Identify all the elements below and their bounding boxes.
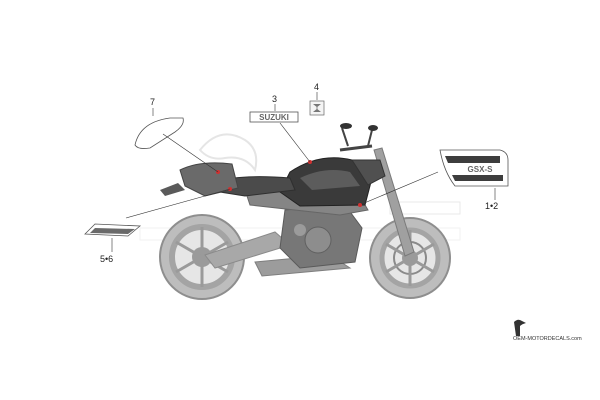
motorcycle [159,123,451,300]
decal-3-text: SUZUKI [259,113,289,122]
callout-7-label: 7 [150,97,155,107]
credit-text: OEM-MOTORDECALS.com [513,336,582,342]
decal-1-subtext: 1000 [491,180,501,185]
decal-4: 4 [309,82,325,116]
callout-3-label: 3 [272,94,277,104]
decal-1-text: GSX-S [468,165,494,174]
tail-cowl [179,162,239,197]
callout-1-2-label: 1•2 [485,201,498,211]
rear-wheel [159,214,245,300]
credit-mark: OEM-MOTORDECALS.com [513,319,582,342]
decal-7: 7 [134,97,219,173]
decal-3: SUZUKI 3 [249,94,311,163]
license-bracket [160,183,185,196]
callout-4-label: 4 [314,82,319,92]
callout-5-6-label: 5•6 [100,254,113,264]
decal-1-2: GSX-S 1000 1•2 [361,149,509,211]
decal-5-6: 5•6 [84,188,231,264]
suzuki-s-logo-icon [313,104,321,112]
front-wheel [369,217,451,299]
front-cowl [351,159,386,186]
toucan-logo-icon [514,319,526,336]
